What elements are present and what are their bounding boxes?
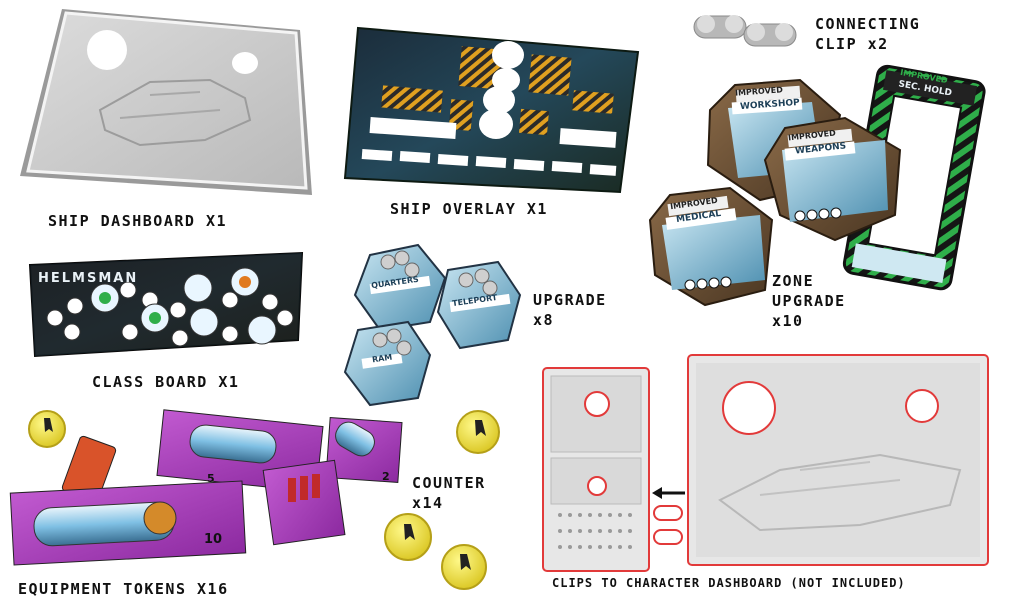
upgrade-label: UPGRADE x8 bbox=[533, 290, 607, 330]
clips-note-label: CLIPS TO CHARACTER DASHBOARD (NOT INCLUD… bbox=[552, 576, 906, 590]
connecting-clip-label-line2: CLIP x2 bbox=[815, 35, 889, 53]
upgrade-label-line2: x8 bbox=[533, 311, 555, 329]
zone-upgrade-label: ZONE UPGRADE x10 bbox=[772, 271, 846, 331]
ship-dashboard-label: SHIP DASHBOARD x1 bbox=[48, 212, 228, 230]
upgrade-tiles-image bbox=[343, 243, 522, 407]
class-board-label: CLASS BOARD x1 bbox=[92, 373, 240, 391]
class-board-title: HELMSMAN bbox=[38, 271, 139, 286]
ship-overlay-label: SHIP OVERLAY x1 bbox=[390, 200, 548, 218]
ship-dashboard-image bbox=[20, 9, 312, 195]
zone-upgrade-label-line3: x10 bbox=[772, 312, 804, 330]
connecting-clip-label: CONNECTING CLIP x2 bbox=[815, 14, 920, 54]
counter-label: COUNTER x14 bbox=[412, 473, 486, 513]
zone-upgrade-label-line1: ZONE bbox=[772, 272, 815, 290]
equipment-tokens-image bbox=[9, 409, 500, 590]
class-board-image bbox=[28, 251, 304, 358]
equipment-value-2: 2 bbox=[382, 470, 390, 483]
counter-tokens bbox=[28, 410, 500, 590]
counter-label-line2: x14 bbox=[412, 494, 444, 512]
character-dashboard-diagram bbox=[542, 354, 989, 572]
counter-label-line1: COUNTER bbox=[412, 474, 486, 492]
zone-upgrade-tiles-image bbox=[648, 64, 986, 307]
equipment-tokens-label: EQUIPMENT TOKENS x16 bbox=[18, 580, 229, 598]
zone-upgrade-label-line2: UPGRADE bbox=[772, 292, 846, 310]
equipment-value-5: 5 bbox=[207, 472, 215, 485]
upgrade-label-line1: UPGRADE bbox=[533, 291, 607, 309]
connecting-clip-label-line1: CONNECTING bbox=[815, 15, 921, 33]
equipment-value-10: 10 bbox=[204, 532, 223, 547]
ship-overlay-image bbox=[343, 26, 640, 194]
connecting-clip-image bbox=[693, 15, 797, 47]
